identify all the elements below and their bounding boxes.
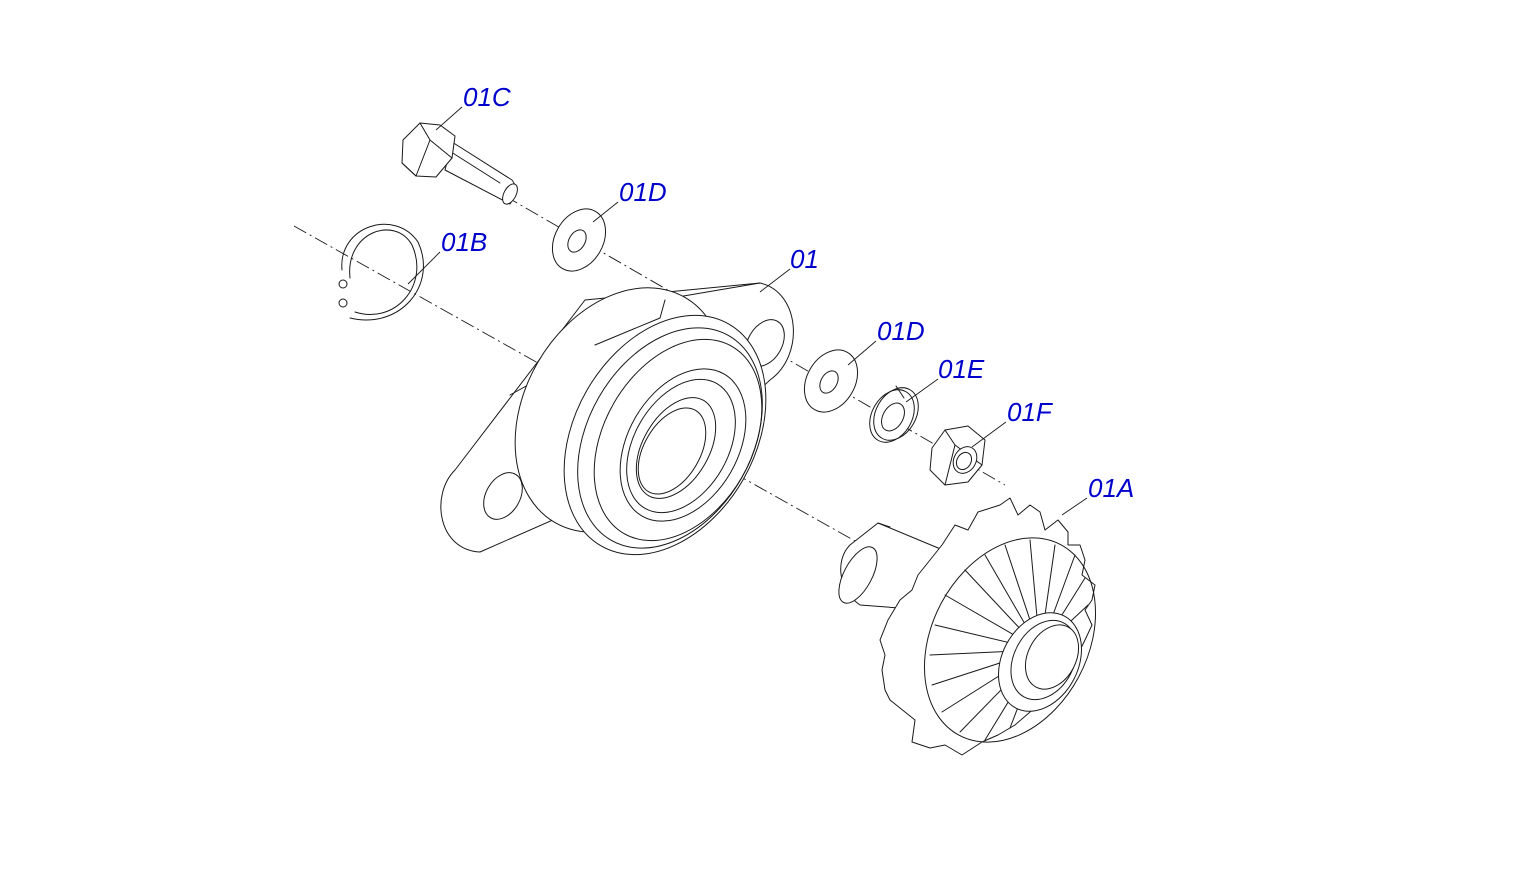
- part-01d-upper-washer: [551, 208, 607, 272]
- leader-lines: [407, 106, 1088, 516]
- callout-01d-upper: 01D: [619, 177, 667, 207]
- callout-01e: 01E: [938, 354, 985, 384]
- callout-labels: 01C 01D 01B 01 01D 01E 01F 01A: [441, 82, 1134, 503]
- callout-01f: 01F: [1007, 397, 1054, 427]
- part-01f-hex-nut: [929, 425, 986, 486]
- callout-01b: 01B: [441, 227, 487, 257]
- callout-01c: 01C: [463, 82, 511, 112]
- part-01d-lower-washer: [803, 349, 859, 413]
- callout-01: 01: [790, 244, 819, 274]
- callout-01a: 01A: [1088, 473, 1134, 503]
- part-01e-lock-washer: [869, 385, 919, 443]
- callout-01d-lower: 01D: [877, 316, 925, 346]
- part-01c-hex-bolt: [401, 122, 518, 205]
- part-01b-retaining-ring: [338, 223, 424, 321]
- part-01-flange-bearing: [440, 282, 794, 556]
- part-01a-sprocket-bevel-gear: [838, 497, 1097, 756]
